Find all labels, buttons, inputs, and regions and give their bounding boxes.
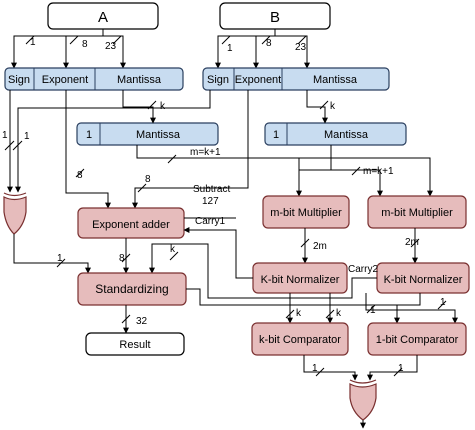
input-a-wires bbox=[11, 29, 126, 69]
bus-label-1-cmp-a: 1 bbox=[370, 305, 376, 316]
multiplier-output-wires bbox=[300, 228, 420, 264]
bus-label-a-exp: 8 bbox=[82, 39, 88, 50]
xor-to-standardizing-wire bbox=[13, 234, 179, 274]
bus-label-a-sign: 1 bbox=[30, 37, 36, 48]
bus-label-exp-a-8: 8 bbox=[77, 170, 83, 181]
standardizing-label: Standardizing bbox=[95, 282, 168, 296]
standardizing-to-result-wire bbox=[121, 305, 131, 334]
bias-127-label: 127 bbox=[202, 196, 219, 207]
or-gate-output bbox=[349, 383, 377, 421]
bus-label-exp-b-8: 8 bbox=[145, 174, 151, 185]
carry-wires bbox=[149, 217, 377, 299]
carry2-label: Carry2 bbox=[348, 264, 378, 275]
hidden-bit-a: 1 bbox=[86, 129, 92, 141]
k-bit-comparator-label: k-bit Comparator bbox=[259, 334, 341, 346]
result-label: Result bbox=[119, 339, 150, 351]
bus-label-k-b: k bbox=[330, 101, 336, 112]
bus-label-2m-2: 2m bbox=[405, 237, 419, 248]
mantissa-feed-wires bbox=[122, 90, 329, 124]
carry1-label: Carry1 bbox=[195, 216, 225, 227]
field-exponent-b: Exponent bbox=[235, 74, 281, 86]
input-b: B bbox=[219, 2, 331, 30]
field-bar-b: Sign Exponent Mantissa bbox=[202, 67, 390, 91]
normalizer-1-label: K-bit Normalizer bbox=[261, 274, 340, 286]
bus-label-1-gate-b: 1 bbox=[398, 363, 404, 374]
one-bit-comparator-label: 1-bit Comparator bbox=[376, 334, 459, 346]
hidden-bit-b: 1 bbox=[273, 129, 279, 141]
multiplier-2-label: m-bit Multiplier bbox=[381, 207, 453, 219]
bus-label-m-b: m=k+1 bbox=[363, 166, 394, 177]
mantissa-label-a: Mantissa bbox=[136, 129, 181, 141]
normalizer-block-1: K-bit Normalizer bbox=[252, 262, 348, 294]
field-mantissa-a: Mantissa bbox=[117, 74, 162, 86]
exponent-adder-label: Exponent adder bbox=[92, 219, 170, 231]
one-bit-comparator-block: 1-bit Comparator bbox=[367, 322, 467, 356]
bus-label-k-cmp-1: k bbox=[296, 308, 302, 319]
input-b-wires bbox=[215, 29, 310, 69]
bus-label-1-gate-a: 1 bbox=[312, 363, 318, 374]
exponent-wires bbox=[65, 90, 249, 209]
bus-label-32: 32 bbox=[136, 316, 148, 327]
bus-label-b-mant: 23 bbox=[295, 42, 307, 53]
normalizer-to-comparator-wires bbox=[186, 288, 458, 324]
multiplier-block-1: m-bit Multiplier bbox=[262, 195, 350, 229]
bus-label-exp-std: 8 bbox=[119, 253, 125, 264]
input-b-label: B bbox=[270, 9, 280, 26]
mantissa-block-a: 1 Mantissa bbox=[76, 122, 219, 146]
bus-label-1-cmp-b: 1 bbox=[440, 297, 446, 308]
subtract-label: Subtract bbox=[193, 184, 230, 195]
exponent-adder-block: Exponent adder bbox=[77, 207, 185, 239]
bus-label-k-std: k bbox=[170, 244, 176, 255]
field-mantissa-b: Mantissa bbox=[313, 74, 358, 86]
sign-wires bbox=[4, 90, 211, 193]
multiplier-1-label: m-bit Multiplier bbox=[270, 207, 342, 219]
mantissa-to-multiplier-wires bbox=[136, 145, 433, 197]
field-sign-a: Sign bbox=[8, 74, 30, 86]
bus-label-sign-1: 1 bbox=[2, 130, 8, 141]
bus-label-sign-std: 1 bbox=[57, 253, 63, 264]
input-a: A bbox=[47, 2, 159, 30]
xor-gate-sign bbox=[3, 196, 27, 235]
bus-label-sign-2: 1 bbox=[24, 131, 30, 142]
normalizer-block-2: K-bit Normalizer bbox=[376, 262, 470, 294]
mantissa-block-b: 1 Mantissa bbox=[264, 122, 407, 146]
bus-label-b-sign: 1 bbox=[227, 43, 233, 54]
field-exponent-a: Exponent bbox=[42, 74, 88, 86]
result-block: Result bbox=[85, 332, 185, 356]
bus-label-b-exp: 8 bbox=[266, 38, 272, 49]
field-bar-a: Sign Exponent Mantissa bbox=[4, 67, 184, 91]
bus-label-a-mant: 23 bbox=[105, 41, 117, 52]
k-bit-comparator-block: k-bit Comparator bbox=[251, 322, 349, 356]
mantissa-label-b: Mantissa bbox=[324, 129, 369, 141]
bus-label-2m-1: 2m bbox=[313, 241, 327, 252]
multiplier-block-2: m-bit Multiplier bbox=[367, 195, 467, 229]
input-a-label: A bbox=[98, 9, 108, 26]
bus-label-k-a: k bbox=[160, 101, 166, 112]
bus-label-k-cmp-2: k bbox=[336, 308, 342, 319]
field-sign-b: Sign bbox=[207, 74, 229, 86]
comparator-to-gate-wires bbox=[303, 355, 418, 381]
bus-label-m-a: m=k+1 bbox=[190, 147, 221, 158]
normalizer-2-label: K-bit Normalizer bbox=[384, 274, 463, 286]
standardizing-block: Standardizing bbox=[77, 272, 187, 306]
